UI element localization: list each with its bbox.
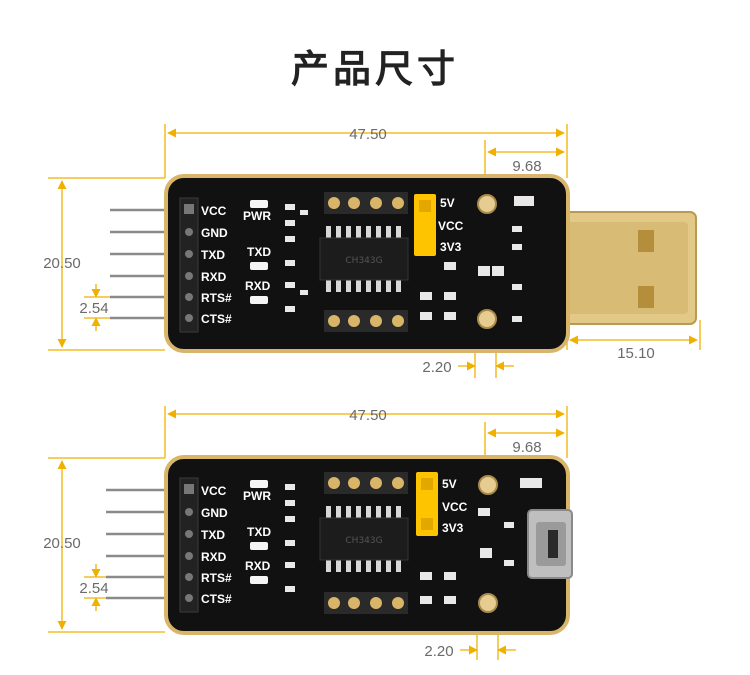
bottom-voltage-3v3: 3V3 bbox=[442, 521, 464, 535]
bottom-pin-label-1: VCC bbox=[201, 484, 227, 498]
bottom-led-rxd bbox=[250, 576, 268, 584]
top-pin-label-4: RXD bbox=[201, 270, 227, 284]
bottom-led-pwr bbox=[250, 480, 268, 488]
top-offset-label: 9.68 bbox=[512, 158, 541, 175]
top-pin-label-1: VCC bbox=[201, 204, 227, 218]
bottom-pin-header bbox=[179, 477, 199, 613]
bottom-length-label: 47.50 bbox=[349, 407, 387, 424]
bottom-led-label-rxd: RXD bbox=[245, 559, 271, 573]
bottom-voltage-jumper bbox=[416, 472, 438, 536]
top-length-label: 47.50 bbox=[349, 126, 387, 143]
top-pin-label-3: TXD bbox=[201, 248, 225, 262]
top-led-label-txd: TXD bbox=[247, 245, 271, 259]
bottom-chip: CH343G bbox=[319, 506, 409, 572]
bottom-pin-label-6: CTS# bbox=[201, 592, 232, 606]
top-pin-label-5: RTS# bbox=[201, 291, 232, 305]
bottom-pin-label-4: RXD bbox=[201, 550, 227, 564]
top-plug-label: 15.10 bbox=[617, 345, 655, 362]
bottom-voltage-5v: 5V bbox=[442, 477, 457, 491]
bottom-pin-label-2: GND bbox=[201, 506, 228, 520]
top-pin-header bbox=[179, 197, 199, 333]
bottom-pin-label-5: RTS# bbox=[201, 571, 232, 585]
bottom-board-group: 47.50 9.68 20.50 2.54 2.20 VCC GND TXD R… bbox=[43, 406, 573, 660]
bottom-led-txd bbox=[250, 542, 268, 550]
top-hole-label: 2.20 bbox=[422, 359, 451, 376]
bottom-voltage-vcc: VCC bbox=[442, 500, 468, 514]
top-led-label-pwr: PWR bbox=[243, 209, 271, 223]
page-title: 产品尺寸 bbox=[290, 47, 459, 91]
bottom-pin-label-3: TXD bbox=[201, 528, 225, 542]
usb-a-plug-icon bbox=[535, 211, 697, 325]
top-led-label-rxd: RXD bbox=[245, 279, 271, 293]
bottom-mount-hole-2 bbox=[478, 593, 498, 613]
top-pin-label-2: GND bbox=[201, 226, 228, 240]
bottom-offset-label: 9.68 bbox=[512, 439, 541, 456]
top-voltage-vcc: VCC bbox=[438, 219, 464, 233]
top-led-pwr bbox=[250, 200, 268, 208]
top-mount-hole-1 bbox=[477, 194, 497, 214]
bottom-mount-hole-1 bbox=[478, 475, 498, 495]
bottom-chip-text: CH343G bbox=[345, 536, 382, 546]
bottom-width-label: 20.50 bbox=[43, 535, 81, 552]
top-chip-text: CH343G bbox=[345, 256, 382, 266]
top-voltage-5v: 5V bbox=[440, 196, 455, 210]
top-chip: CH343G bbox=[319, 226, 409, 292]
top-voltage-3v3: 3V3 bbox=[440, 240, 462, 254]
top-width-label: 20.50 bbox=[43, 255, 81, 272]
top-led-rxd bbox=[250, 296, 268, 304]
top-pin-label-6: CTS# bbox=[201, 312, 232, 326]
micro-usb-connector-icon bbox=[527, 509, 573, 579]
top-pitch-label: 2.54 bbox=[79, 300, 108, 317]
top-voltage-jumper bbox=[414, 194, 436, 256]
bottom-hole-label: 2.20 bbox=[424, 643, 453, 660]
bottom-led-label-pwr: PWR bbox=[243, 489, 271, 503]
bottom-led-label-txd: TXD bbox=[247, 525, 271, 539]
bottom-pitch-label: 2.54 bbox=[79, 580, 108, 597]
top-board-group: 47.50 9.68 20.50 2.54 2.20 15.10 bbox=[43, 124, 701, 378]
top-led-txd bbox=[250, 262, 268, 270]
top-mount-hole-2 bbox=[477, 309, 497, 329]
